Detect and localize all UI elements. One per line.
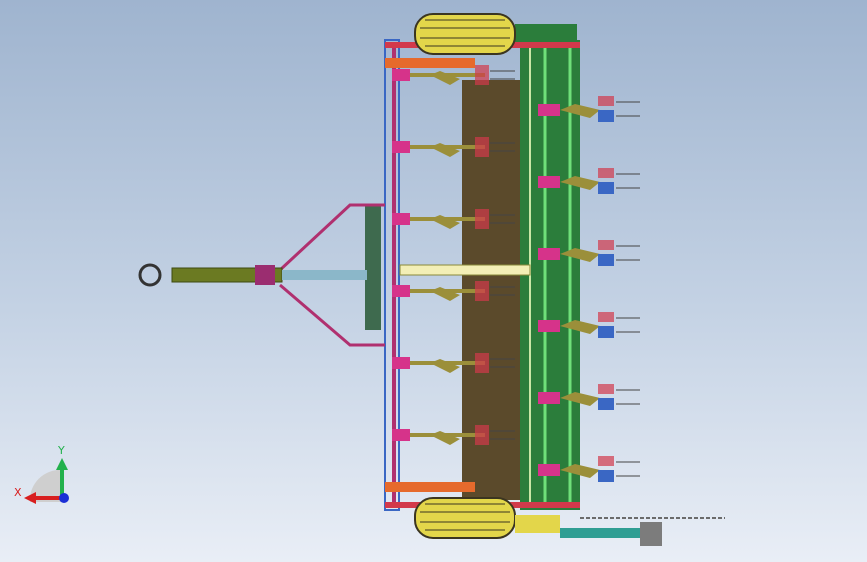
y-axis-arrowhead	[56, 458, 68, 470]
front-frame-inner	[392, 48, 396, 503]
tine-arm[interactable]	[392, 353, 515, 373]
orange-bar-top	[385, 58, 475, 68]
tine-arm[interactable]	[392, 281, 515, 301]
planting-unit[interactable]	[538, 168, 640, 194]
frame-top-cap	[515, 24, 577, 42]
tine-arm[interactable]	[392, 137, 515, 157]
hitch-plate[interactable]	[365, 205, 381, 330]
y-axis-label: Y	[57, 444, 65, 457]
tine-arm[interactable]	[392, 425, 515, 445]
wheel-top[interactable]	[414, 13, 516, 55]
x-axis-arrowhead	[24, 492, 36, 504]
top-link-rod	[282, 270, 367, 280]
tine-arm[interactable]	[392, 65, 515, 85]
front-frame-rail[interactable]	[384, 39, 400, 511]
planting-unit[interactable]	[538, 384, 640, 410]
planting-unit[interactable]	[538, 96, 640, 122]
cylinder-collar	[255, 265, 275, 285]
axis-triad: Y X	[14, 444, 69, 504]
drive-motor[interactable]	[640, 522, 662, 546]
lower-hitch-link[interactable]	[279, 283, 385, 347]
gearbox[interactable]	[515, 515, 560, 533]
planting-unit[interactable]	[538, 456, 640, 482]
center-beam[interactable]	[399, 264, 531, 276]
x-axis-label: X	[14, 486, 22, 499]
orange-bar-bottom	[385, 482, 475, 492]
upper-hitch-link[interactable]	[278, 203, 385, 272]
planting-unit[interactable]	[538, 312, 640, 338]
tine-arm[interactable]	[392, 209, 515, 229]
drive-arm[interactable]	[560, 528, 660, 538]
triad-base	[29, 469, 62, 502]
z-axis-dot	[59, 493, 69, 503]
planting-unit[interactable]	[538, 240, 640, 266]
top-link-eye[interactable]	[138, 263, 162, 287]
wheel-bottom[interactable]	[414, 497, 516, 539]
